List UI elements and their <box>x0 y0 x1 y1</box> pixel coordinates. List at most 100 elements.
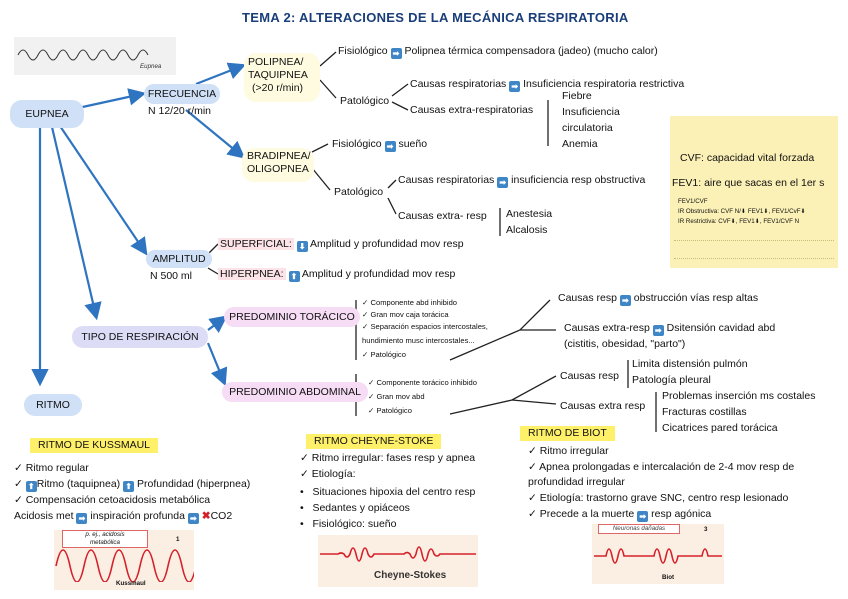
toracico-causas-extra-result: Dsitensión cavidad abd <box>666 322 776 334</box>
check-icon: ✓ <box>362 310 371 319</box>
note-rule <box>674 258 834 259</box>
hiperpnea-row: HIPERPNEA: ⬆ Amplitud y profundidad mov … <box>218 268 455 282</box>
check-icon: ✓ <box>368 406 377 415</box>
poli-fisiologico: Fisiológico <box>338 45 388 57</box>
check-icon: ✓ <box>528 445 540 457</box>
abdominal-item: ✓ Patológico <box>368 406 412 415</box>
biot-item: ✓ Precede a la muerte ➡ resp agónica <box>528 508 712 522</box>
bradi-causas-resp-row: Causas respiratorias ➡ insuficiencia res… <box>398 174 645 188</box>
cheyne-wave-icon <box>320 546 476 562</box>
arrow-up-icon: ⬆ <box>123 481 135 492</box>
note-cvf: CVF: capacidad vital forzada <box>680 152 815 164</box>
polipnea-line-2: TAQUIPNEA <box>248 69 308 81</box>
arrow-right-icon: ➡ <box>384 141 396 152</box>
check-icon: ✓ <box>368 392 377 401</box>
arrow-right-icon: ➡ <box>619 295 631 306</box>
abdominal-extra-item: Fracturas costillas <box>662 406 747 418</box>
check-icon: ✓ <box>362 350 371 359</box>
poli-extra-item: circulatoria <box>562 122 613 134</box>
toracico-causas-resp-result: obstrucción vías resp altas <box>633 292 759 304</box>
arrow-right-icon: ➡ <box>509 81 521 92</box>
toracico-item: ✓ Componente abd inhibido <box>362 298 458 307</box>
arrow-down-icon: ⬇ <box>800 208 806 215</box>
poli-patologico: Patológico <box>340 95 390 107</box>
kussmaul-wave-icon <box>55 549 194 582</box>
poli-causas-resp-row: Causas respiratorias ➡ Insuficiencia res… <box>410 78 684 92</box>
note-line-2b: FEV1 <box>746 208 764 215</box>
bradi-patologico: Patológico <box>334 186 384 198</box>
poli-causas-resp-result: Insuficiencia respiratoria restrictiva <box>523 78 685 90</box>
check-icon: ✓ <box>528 461 540 473</box>
note-line-2: IR Obstructiva: CVF N/⬇ FEV1⬇, FEV1/CvF⬇ <box>678 208 806 216</box>
note-rule <box>674 240 834 241</box>
abdominal-item: ✓ Componente torácico inhibido <box>368 378 477 387</box>
note-line-2c: , FEV1/CvF <box>768 208 801 215</box>
bullet-icon: • <box>300 518 313 530</box>
kussmaul-title: RITMO DE KUSSMAUL <box>30 438 159 453</box>
kussmaul-item: ✓ ⬆Ritmo (taquipnea) ⬆ Profundidad (hipe… <box>14 478 251 492</box>
biot-item: ✓ Apnea prolongadas e intercalación de 2… <box>528 461 795 473</box>
cheyne-bullet: • Sedantes y opiáceos <box>300 502 410 514</box>
biot-item: ✓ Etiología: trastorno grave SNC, centro… <box>528 492 789 504</box>
node-predominio-abdominal: PREDOMINIO ABDOMINAL <box>222 382 368 402</box>
arrow-down-icon: ⬇ <box>730 218 736 225</box>
bradi-extra-item: Anestesia <box>506 208 553 220</box>
cheyne-item: ✓ Etiología: <box>300 468 356 480</box>
toracico-causas-extra-row: Causas extra-resp ➡ Dsitensión cavidad a… <box>564 322 775 336</box>
kussmaul-fig-number: 1 <box>176 536 180 543</box>
amplitud-normal: N 500 ml <box>150 270 193 282</box>
bradipnea-line-2: OLIGOPNEA <box>247 163 309 175</box>
poli-extra-item: Insuficiencia <box>562 106 620 118</box>
poli-causas-resp: Causas respiratorias <box>410 78 507 90</box>
biot-fig-label: Neuronas dañadas <box>598 524 680 534</box>
note-line-3: IR Restrictiva: CVF⬇, FEV1⬇, FEV1/CVF N <box>678 218 799 226</box>
superficial-text: Amplitud y profundidad mov resp <box>310 238 464 250</box>
bradipnea-line-1: BRADIPNEA/ <box>247 150 311 162</box>
arrow-right-icon: ➡ <box>76 513 88 524</box>
toracico-causas-resp: Causas resp <box>558 292 617 304</box>
node-frecuencia: FRECUENCIA <box>144 84 220 104</box>
biot-figure: Neuronas dañadas 3 Biot <box>592 524 724 584</box>
bradi-causas-resp: Causas respiratorias <box>398 174 495 186</box>
eupnea-thumbnail: Eupnea <box>14 37 176 75</box>
abdominal-causas-extra: Causas extra resp <box>560 400 646 412</box>
abdominal-extra-item: Cicatrices pared torácica <box>662 422 778 434</box>
frecuencia-normal: N 12/20 r/min <box>148 105 212 117</box>
check-icon: ✓ <box>362 322 371 331</box>
bullet-icon: • <box>300 502 313 514</box>
note-line-3a: IR Restrictiva: CVF <box>678 218 731 225</box>
abdominal-extra-item: Problemas inserción ms costales <box>662 390 816 402</box>
arrow-right-icon: ➡ <box>497 177 509 188</box>
polipnea-line-3: (>20 r/min) <box>252 82 304 94</box>
arrow-down-icon: ⬇ <box>296 241 308 252</box>
hiperpnea-text: Amplitud y profundidad mov resp <box>301 268 456 280</box>
abdominal-causas-resp: Causas resp <box>560 370 619 382</box>
arrow-right-icon: ➡ <box>187 513 199 524</box>
node-amplitud: AMPLITUD <box>146 250 212 268</box>
biot-item-continued: profundidad irregular <box>528 476 625 488</box>
node-predominio-toracico: PREDOMINIO TORÁCICO <box>224 307 360 327</box>
cheyne-bullet: • Fisiológico: sueño <box>300 518 397 530</box>
node-tipo-respiracion: TIPO DE RESPIRACIÓN <box>72 326 208 348</box>
superficial-label: SUPERFICIAL: <box>218 238 294 250</box>
arrow-down-icon: ⬇ <box>754 218 760 225</box>
biot-title: RITMO DE BIOT <box>520 426 615 441</box>
eupnea-thumb-label: Eupnea <box>140 63 162 70</box>
kussmaul-item: ✓ Ritmo regular <box>14 462 89 474</box>
note-card: CVF: capacidad vital forzada FEV1: aire … <box>670 116 838 268</box>
toracico-item: hundimiento musc intercostales... <box>362 336 475 345</box>
poli-fisiologico-row: Fisiológico ➡ Polipnea térmica compensad… <box>338 45 658 59</box>
toracico-item: ✓ Patológico <box>362 350 406 359</box>
note-line-3c: , FEV1/CVF N <box>759 218 800 225</box>
kussmaul-item: ✓ Compensación cetoacidosis metabólica <box>14 494 211 506</box>
cheyne-item: ✓ Ritmo irregular: fases resp y apnea <box>300 452 476 464</box>
poli-fisiologico-result: Polipnea térmica compensadora (jadeo) (m… <box>404 45 658 57</box>
bradi-fisiologico-row: Fisiológico ➡ sueño <box>332 138 427 152</box>
check-icon: ✓ <box>14 462 26 474</box>
kussmaul-item: Acidosis met ➡ inspiración profunda ➡ ✖C… <box>14 510 233 524</box>
biot-item: ✓ Ritmo irregular <box>528 445 609 457</box>
toracico-causas-extra: Causas extra-resp <box>564 322 650 334</box>
bullet-icon: • <box>300 486 313 498</box>
toracico-item: ✓ Gran mov caja torácica <box>362 310 449 319</box>
